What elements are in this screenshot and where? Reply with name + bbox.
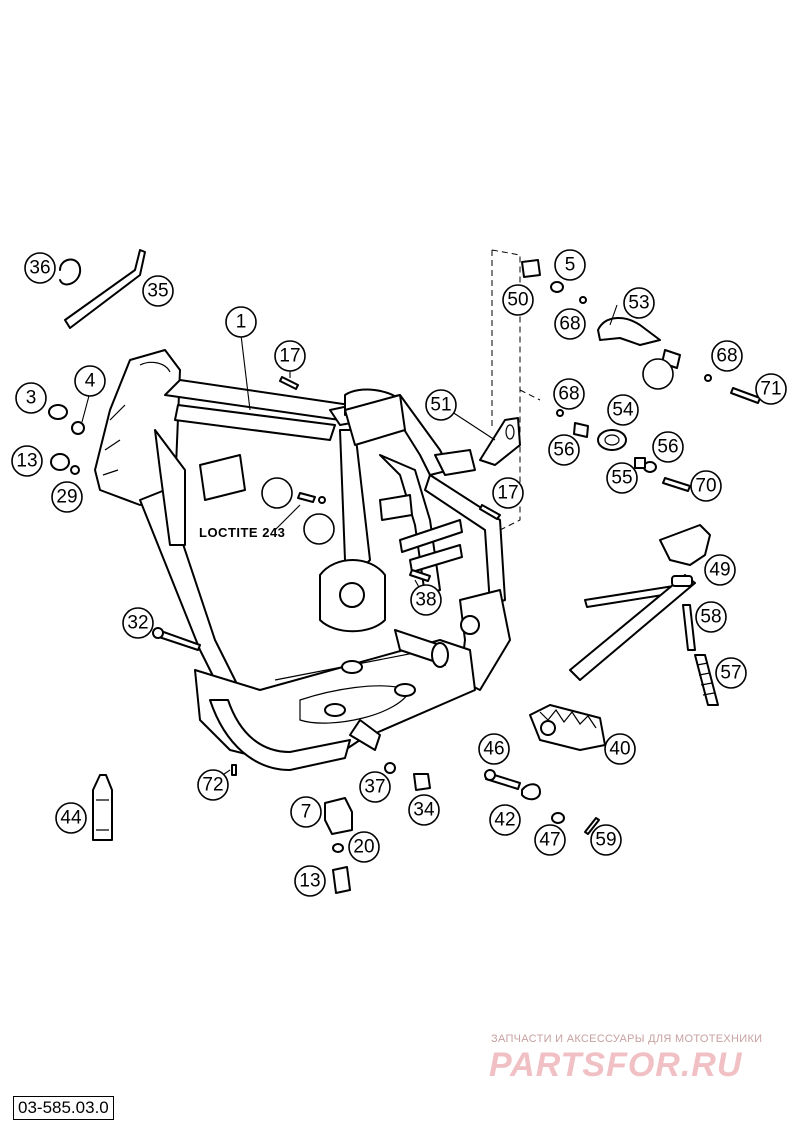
- callout-42: 42: [489, 804, 521, 836]
- callout-72: 72: [197, 769, 229, 801]
- callout-57: 57: [715, 657, 747, 689]
- callout-70: 70: [690, 470, 722, 502]
- callout-35: 37: [359, 771, 391, 803]
- callout-56-b: 56: [652, 431, 684, 463]
- svg-text:7: 7: [301, 802, 312, 823]
- callout-44: 46: [478, 733, 510, 765]
- svg-text:68: 68: [559, 314, 580, 335]
- diagram-reference-code: 03-585.03.0: [13, 1096, 114, 1120]
- callout-52: 51: [425, 389, 457, 421]
- svg-text:72: 72: [202, 775, 223, 796]
- callout-46: 47: [534, 824, 566, 856]
- svg-text:5: 5: [565, 255, 576, 276]
- callout-59: [642, 358, 674, 390]
- svg-text:38: 38: [415, 590, 436, 611]
- svg-text:46: 46: [483, 739, 504, 760]
- callout-29: 29: [51, 481, 83, 513]
- svg-text:47: 47: [539, 830, 560, 851]
- svg-text:56: 56: [553, 440, 574, 461]
- callout-3: 3: [15, 382, 47, 414]
- callout-40: 40: [604, 733, 636, 765]
- svg-text:42: 42: [494, 810, 515, 831]
- callout-37: 36: [24, 252, 56, 284]
- callout-58: 58: [695, 601, 727, 633]
- callout-7: 7: [290, 796, 322, 828]
- svg-text:17: 17: [279, 346, 300, 367]
- svg-text:71: 71: [760, 379, 781, 400]
- watermark-subtitle: ЗАПЧАСТИ И АКСЕССУАРЫ ДЛЯ МОТОТЕХНИКИ: [491, 1033, 763, 1045]
- callout-71: 71: [755, 373, 787, 405]
- svg-text:51: 51: [430, 395, 451, 416]
- svg-text:54: 54: [612, 400, 634, 421]
- svg-text:44: 44: [60, 808, 82, 829]
- svg-text:68: 68: [558, 384, 579, 405]
- callout-54: 54: [607, 394, 639, 426]
- loctite-note: LOCTITE 243: [199, 525, 286, 540]
- callout-49: 50: [502, 284, 534, 316]
- svg-text:53: 53: [628, 293, 649, 314]
- svg-text:36: 36: [29, 258, 50, 279]
- callout-34: 34: [408, 794, 440, 826]
- callout-13-bottom: 13: [294, 865, 326, 897]
- svg-text:55: 55: [611, 468, 632, 489]
- svg-text:3: 3: [26, 388, 37, 409]
- svg-text:59: 59: [595, 830, 616, 851]
- svg-text:32: 32: [127, 613, 148, 634]
- callout-5: 5: [554, 249, 586, 281]
- svg-text:68: 68: [716, 346, 737, 367]
- callout-1: 1: [225, 306, 257, 338]
- svg-text:37: 37: [364, 777, 385, 798]
- svg-text:50: 50: [507, 290, 528, 311]
- svg-text:13: 13: [299, 871, 320, 892]
- small-parts: [48, 249, 761, 894]
- svg-text:35: 35: [147, 281, 168, 302]
- callout-32: 32: [122, 607, 154, 639]
- callout-55: 55: [606, 462, 638, 494]
- watermark-brand: PARTSFOR.RU: [489, 1046, 743, 1084]
- callout-17-right: 17: [492, 477, 524, 509]
- svg-text:4: 4: [85, 371, 96, 392]
- svg-text:20: 20: [353, 837, 374, 858]
- callout-51: 49: [704, 554, 736, 586]
- assembly-guide-lines: [491, 249, 541, 531]
- svg-text:49: 49: [709, 560, 730, 581]
- svg-text:34: 34: [413, 800, 435, 821]
- svg-text:58: 58: [700, 607, 721, 628]
- callout-20: 20: [348, 831, 380, 863]
- callout-13-left: 13: [11, 445, 43, 477]
- callout-68-c: 68: [553, 378, 585, 410]
- callout-64: [261, 477, 293, 509]
- frame: [94, 349, 511, 771]
- callout-56-a: 56: [548, 434, 580, 466]
- svg-text:13: 13: [16, 451, 37, 472]
- callout-38: 38: [410, 584, 442, 616]
- svg-text:56: 56: [657, 437, 678, 458]
- svg-text:57: 57: [720, 663, 741, 684]
- callout-68-b: 68: [711, 340, 743, 372]
- callout-bubbles: 36 35 1 17 4 3 13 29 51 17 38 32 72 44 3…: [11, 249, 787, 897]
- svg-text:17: 17: [497, 483, 518, 504]
- svg-text:70: 70: [695, 476, 716, 497]
- callout-53: 53: [623, 287, 655, 319]
- svg-text:1: 1: [236, 312, 247, 333]
- svg-text:40: 40: [609, 739, 630, 760]
- callout-63: [303, 513, 335, 545]
- callout-68-a: 68: [554, 308, 586, 340]
- callout-17-top: 17: [274, 340, 306, 372]
- callout-4: 4: [74, 365, 106, 397]
- callout-50: 44: [55, 802, 87, 834]
- svg-text:29: 29: [56, 487, 77, 508]
- callout-47: 59: [590, 824, 622, 856]
- callout-36: 35: [142, 275, 174, 307]
